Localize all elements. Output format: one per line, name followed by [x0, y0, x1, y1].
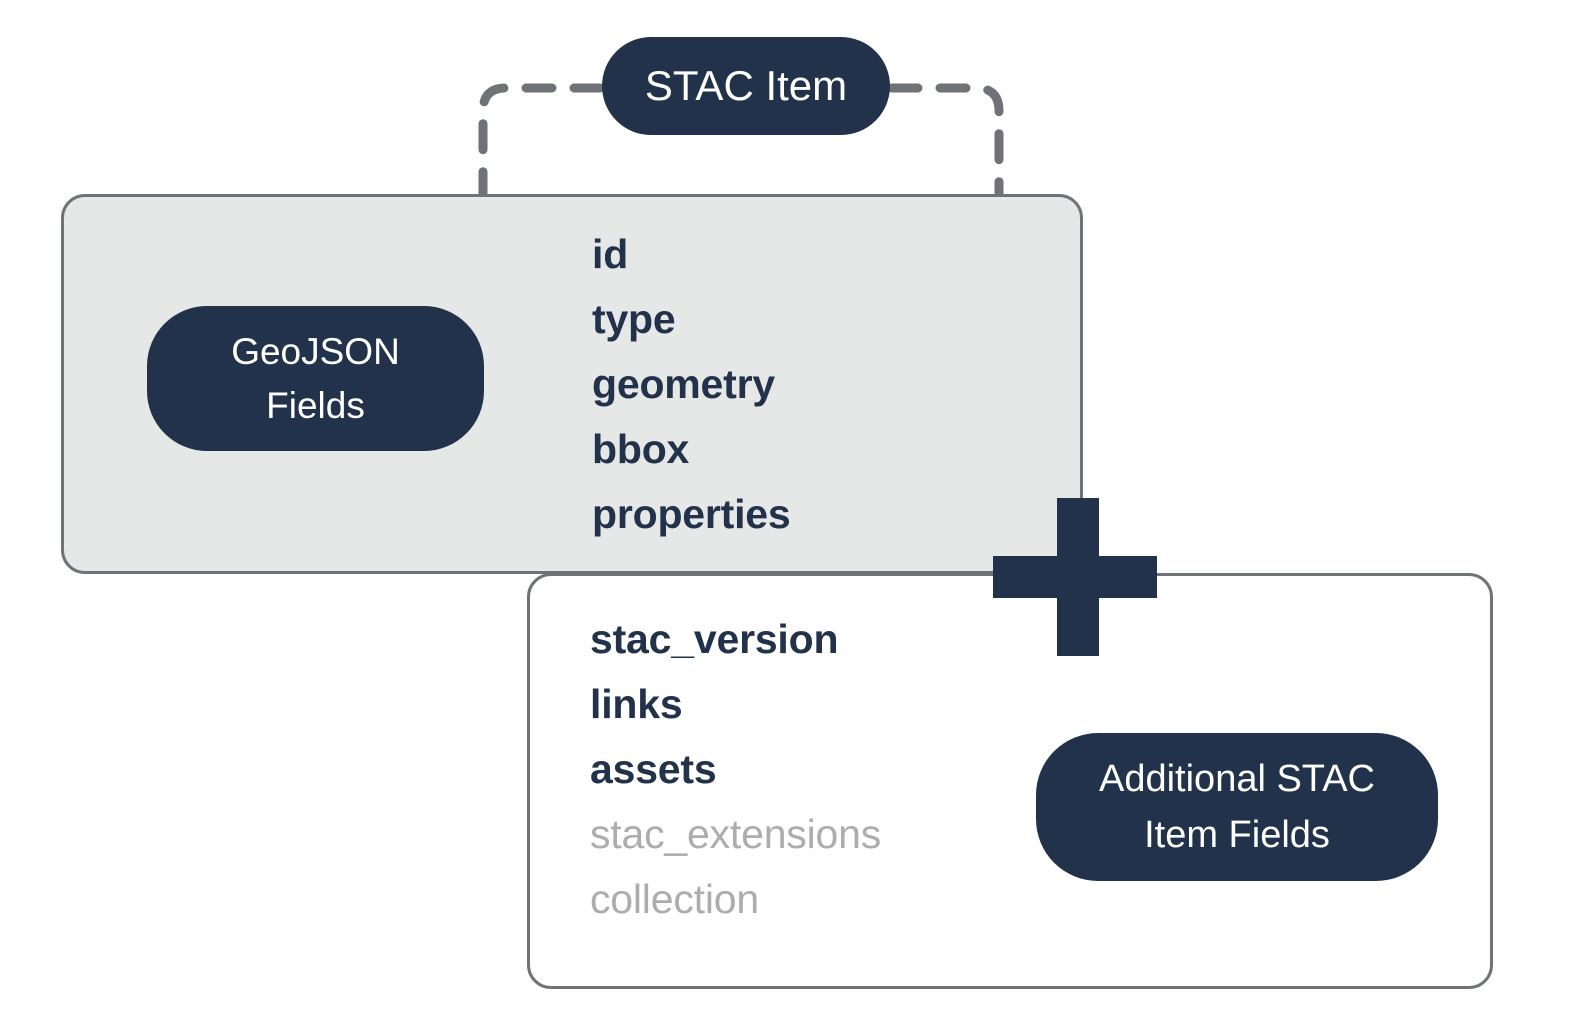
geojson-field-list: id type geometry bbox properties: [592, 222, 791, 547]
additional-stac-item-fields-pill: Additional STAC Item Fields: [1036, 733, 1438, 881]
field-item-links: links: [590, 681, 683, 727]
dashed-elbow-connector-right: [887, 83, 1004, 201]
additional-stac-item-fields-pill-line2: Item Fields: [1144, 814, 1330, 856]
field-item-id: id: [592, 231, 629, 277]
stac-item-pill-label: STAC Item: [644, 62, 848, 109]
field-item-bbox: bbox: [592, 426, 690, 472]
field-item-geometry: geometry: [592, 361, 775, 407]
additional-stac-item-field-list: stac_version links assets stac_extension…: [590, 607, 881, 932]
geojson-fields-pill-line2: Fields: [266, 384, 365, 426]
dashed-elbow-connector-left: [478, 83, 605, 201]
field-item-assets: assets: [590, 746, 717, 792]
additional-stac-item-fields-pill-line1: Additional STAC: [1099, 758, 1375, 800]
field-item-properties: properties: [592, 491, 791, 537]
field-item-type: type: [592, 296, 676, 342]
geojson-fields-pill-line1: GeoJSON: [231, 330, 400, 372]
field-item-collection: collection: [590, 876, 759, 922]
geojson-fields-pill: GeoJSON Fields: [147, 306, 484, 451]
field-item-stac-extensions: stac_extensions: [590, 811, 882, 857]
plus-icon: [993, 498, 1157, 656]
field-item-stac-version: stac_version: [590, 616, 839, 662]
stac-item-pill: STAC Item: [602, 37, 890, 135]
plus-icon-horizontal-bar: [993, 556, 1157, 598]
